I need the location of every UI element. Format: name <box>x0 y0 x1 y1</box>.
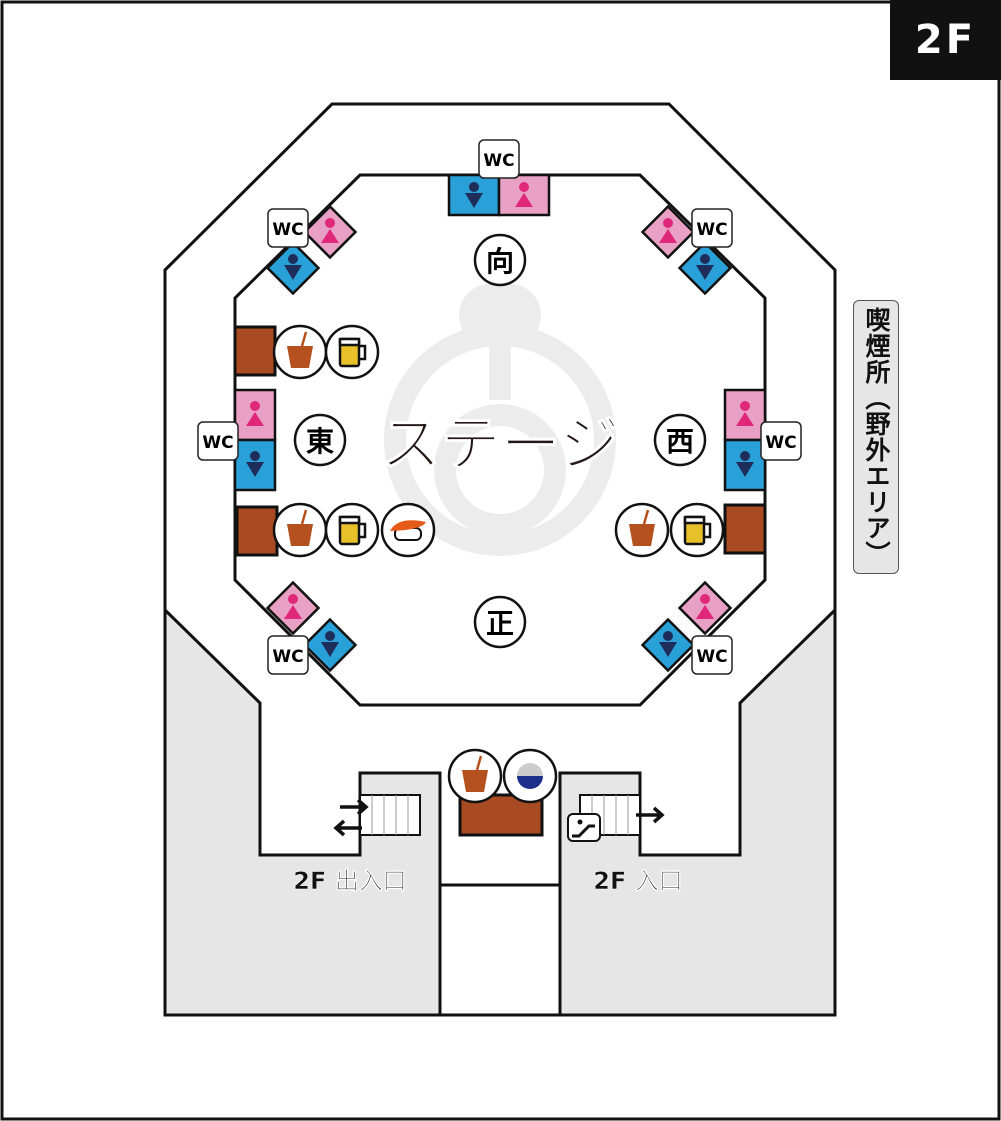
direction-west: 西 <box>666 425 694 458</box>
drink-icon <box>447 748 503 804</box>
beer-icon <box>324 502 380 558</box>
shop-west[interactable] <box>723 503 767 555</box>
arrow-left-icon <box>333 819 362 837</box>
wc-west[interactable]: WC <box>723 388 802 492</box>
stairs-left[interactable] <box>359 794 421 836</box>
left-gray-zone <box>163 606 442 1017</box>
floor-badge: 2F <box>890 0 1001 80</box>
wc-corner-ne[interactable]: WC <box>640 204 733 296</box>
wc-label: WC <box>202 433 233 453</box>
wc-east[interactable]: WC <box>197 388 277 492</box>
watermark-logo <box>384 284 616 556</box>
shop-east-lower[interactable] <box>235 505 279 557</box>
wc-northeast-corner-nw[interactable]: WC <box>265 204 358 296</box>
sushi-icon <box>380 502 436 558</box>
wc-label: WC <box>696 220 727 240</box>
entrance-right-label: 2F 入口 <box>593 867 682 895</box>
wc-label: WC <box>272 220 303 240</box>
shop-east-upper[interactable] <box>233 325 277 377</box>
stage-label: ステージ <box>381 410 620 480</box>
wc-corner-sw[interactable]: WC <box>265 580 358 675</box>
wc-label: WC <box>272 647 303 667</box>
wc-label: WC <box>483 151 514 171</box>
wc-north[interactable]: WC <box>447 139 551 217</box>
beer-icon <box>669 502 725 558</box>
direction-north: 向 <box>486 245 514 278</box>
right-gray-zone <box>558 606 837 1017</box>
wc-label: WC <box>765 433 796 453</box>
drink-icon <box>614 502 670 558</box>
direction-south: 正 <box>486 607 514 640</box>
wc-corner-se[interactable]: WC <box>640 580 733 675</box>
wc-label: WC <box>696 647 727 667</box>
arrow-right-icon <box>340 798 369 816</box>
drink-icon <box>272 502 328 558</box>
drink-icon <box>272 324 328 380</box>
escalator-icon <box>567 813 601 842</box>
arrow-right-icon <box>636 806 665 824</box>
bowl-icon <box>502 748 558 804</box>
beer-icon <box>324 324 380 380</box>
smoking-area-label[interactable]: 喫煙所（野外エリア） <box>853 300 899 574</box>
direction-east: 東 <box>306 425 334 458</box>
exit-left-label: 2F 出入口 <box>293 867 406 895</box>
